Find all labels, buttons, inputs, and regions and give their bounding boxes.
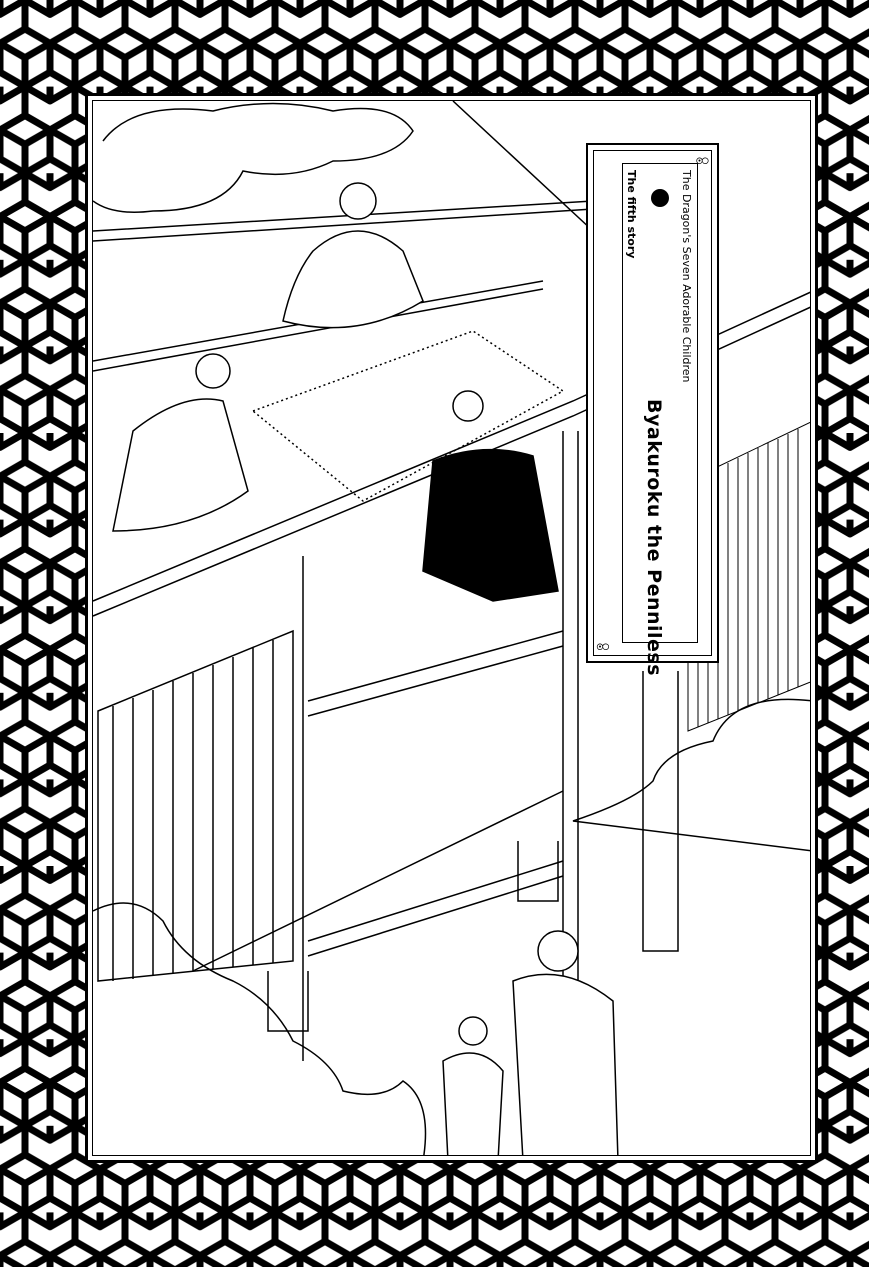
story-number: The fifth story	[625, 170, 638, 259]
figure-seated-left	[112, 353, 249, 532]
figure-seated-top	[282, 182, 424, 329]
scroll-ornament-icon: ꩧ	[695, 152, 709, 168]
wall-lines	[192, 630, 564, 972]
cloud-right	[572, 698, 810, 852]
figure-dark-robe	[422, 390, 559, 602]
roof-beams	[93, 101, 594, 372]
title-box: The Dragon's Seven Adorable Children The…	[622, 163, 698, 676]
cloud-bottom-left	[93, 902, 427, 1155]
bullet-dot-icon	[651, 189, 669, 207]
series-title: The Dragon's Seven Adorable Children	[680, 170, 693, 383]
chapter-title: Byakuroku the Penniless	[643, 399, 665, 677]
figures-bottom	[442, 930, 619, 1155]
slatted-panel	[97, 629, 294, 982]
veranda-railing	[93, 291, 810, 1061]
title-cartouche: ꩧ ꩧ The Dragon's Seven Adorable Children…	[586, 143, 719, 676]
mat	[251, 330, 565, 502]
posts	[267, 671, 679, 1032]
cloud-top	[93, 102, 414, 213]
scroll-ornament-icon: ꩧ	[596, 638, 610, 654]
